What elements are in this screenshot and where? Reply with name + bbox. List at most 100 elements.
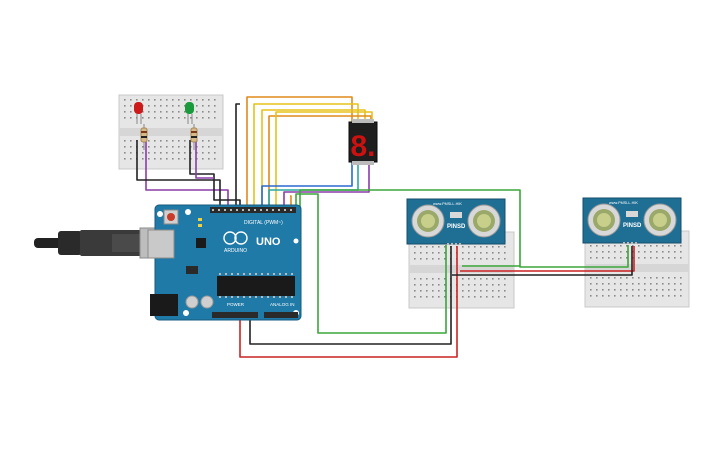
- breadboard-hole: [184, 158, 186, 160]
- header-pin[interactable]: [447, 243, 449, 245]
- breadboard-hole: [438, 284, 440, 286]
- power-header[interactable]: [212, 312, 258, 318]
- header-pin[interactable]: [455, 243, 457, 245]
- header-pin[interactable]: [255, 273, 257, 275]
- breadboard-hole: [680, 251, 682, 253]
- header-pin[interactable]: [242, 209, 244, 211]
- breadboard-hole: [444, 284, 446, 286]
- header-pin[interactable]: [230, 209, 232, 211]
- header-pin[interactable]: [266, 209, 268, 211]
- resistor-1[interactable]: [140, 124, 148, 150]
- digital-header[interactable]: [210, 207, 296, 213]
- breadboard-hole: [662, 257, 664, 259]
- header-pin[interactable]: [236, 209, 238, 211]
- breadboard-hole: [426, 296, 428, 298]
- breadboard-hole: [196, 99, 198, 101]
- breadboard-hole: [444, 278, 446, 280]
- breadboard-hole: [124, 140, 126, 142]
- seven-segment-display[interactable]: 8.: [348, 119, 378, 165]
- ultrasonic-sensor-2[interactable]: www.PMSLL.HIK PINSD: [582, 197, 682, 244]
- header-pin[interactable]: [267, 273, 269, 275]
- usb-chip: [196, 238, 206, 248]
- header-pin[interactable]: [225, 273, 227, 275]
- header-pin[interactable]: [279, 296, 281, 298]
- breadboard-hole: [172, 111, 174, 113]
- header-pin[interactable]: [279, 273, 281, 275]
- arduino-uno-board[interactable]: ARDUINO UNO DIGITAL (PWM~) POWER ANALOG …: [147, 204, 302, 321]
- breadboard-hole: [124, 117, 126, 119]
- breadboard-hole: [590, 251, 592, 253]
- header-pin[interactable]: [261, 273, 263, 275]
- header-pin[interactable]: [273, 273, 275, 275]
- breadboard-hole: [486, 252, 488, 254]
- header-pin[interactable]: [224, 209, 226, 211]
- breadboard-hole: [414, 296, 416, 298]
- header-pin[interactable]: [219, 296, 221, 298]
- breadboard-hole: [638, 277, 640, 279]
- header-pin[interactable]: [284, 209, 286, 211]
- header-pin[interactable]: [285, 296, 287, 298]
- breadboard-hole: [130, 152, 132, 154]
- breadboard-hole: [650, 251, 652, 253]
- analog-header[interactable]: [264, 312, 298, 318]
- breadboard-hole: [602, 283, 604, 285]
- breadboard-hole: [184, 117, 186, 119]
- breadboard-hole: [462, 296, 464, 298]
- header-pin[interactable]: [451, 243, 453, 245]
- breadboard-hole: [680, 277, 682, 279]
- header-pin[interactable]: [219, 273, 221, 275]
- header-pin[interactable]: [225, 296, 227, 298]
- breadboard-hole: [602, 289, 604, 291]
- breadboard-hole: [626, 295, 628, 297]
- header-pin[interactable]: [231, 296, 233, 298]
- breadboard-hole: [486, 278, 488, 280]
- header-pin[interactable]: [291, 296, 293, 298]
- breadboard-hole: [668, 277, 670, 279]
- header-pin[interactable]: [248, 209, 250, 211]
- header-pin[interactable]: [291, 273, 293, 275]
- red-led[interactable]: [134, 102, 143, 124]
- header-pin[interactable]: [278, 209, 280, 211]
- header-pin[interactable]: [260, 209, 262, 211]
- header-pin[interactable]: [267, 296, 269, 298]
- breadboard-hole: [590, 283, 592, 285]
- header-pin[interactable]: [272, 209, 274, 211]
- header-pin[interactable]: [249, 273, 251, 275]
- header-pin[interactable]: [237, 273, 239, 275]
- header-pin[interactable]: [231, 273, 233, 275]
- breadboard-hole: [444, 258, 446, 260]
- breadboard-hole: [202, 158, 204, 160]
- breadboard-hole: [214, 117, 216, 119]
- header-pin[interactable]: [254, 209, 256, 211]
- power-header-label: POWER: [227, 302, 245, 307]
- header-pin[interactable]: [631, 242, 633, 244]
- breadboard-hole: [172, 140, 174, 142]
- header-pin[interactable]: [249, 296, 251, 298]
- resistor-2[interactable]: [190, 124, 198, 150]
- green-led[interactable]: [185, 102, 194, 124]
- breadboard-hole: [208, 99, 210, 101]
- breadboard-hole: [674, 245, 676, 247]
- header-pin[interactable]: [243, 273, 245, 275]
- header-pin[interactable]: [237, 296, 239, 298]
- header-pin[interactable]: [627, 242, 629, 244]
- breadboard-hole: [426, 290, 428, 292]
- header-pin[interactable]: [635, 242, 637, 244]
- header-pin[interactable]: [459, 243, 461, 245]
- header-pin[interactable]: [255, 296, 257, 298]
- ultrasonic-sensor-1[interactable]: www.PMSLL.HIK PINSD: [406, 198, 506, 245]
- header-pin[interactable]: [243, 296, 245, 298]
- header-pin[interactable]: [273, 296, 275, 298]
- usb-port: [147, 229, 175, 259]
- breadboard-hole: [202, 140, 204, 142]
- header-pin[interactable]: [623, 242, 625, 244]
- breadboard-hole: [414, 284, 416, 286]
- header-pin[interactable]: [261, 296, 263, 298]
- header-pin[interactable]: [290, 209, 292, 211]
- header-pin[interactable]: [212, 209, 214, 211]
- header-pin[interactable]: [285, 273, 287, 275]
- wire-black-s1-s2: [452, 246, 633, 276]
- wires[interactable]: [136, 96, 635, 358]
- header-pin[interactable]: [218, 209, 220, 211]
